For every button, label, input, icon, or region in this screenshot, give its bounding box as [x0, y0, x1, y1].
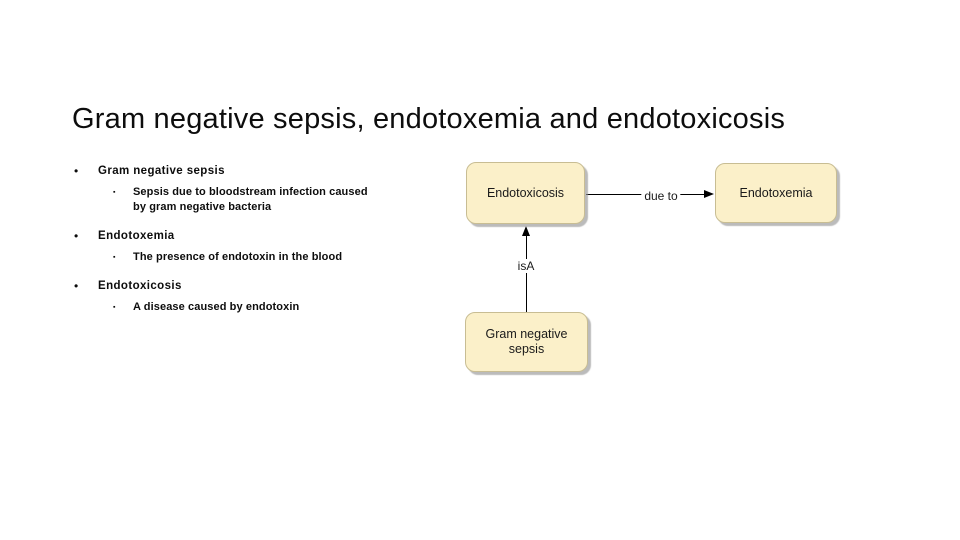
node-label: Gram negative sepsis — [485, 327, 568, 356]
node-gram-negative-sepsis: Gram negative sepsis — [465, 312, 588, 372]
node-endotoxicosis: Endotoxicosis — [466, 162, 585, 224]
bullet-label: Endotoxicosis — [98, 280, 182, 292]
bullet-item: • Gram negative sepsis — [72, 163, 402, 179]
node-endotoxemia: Endotoxemia — [715, 163, 837, 223]
bullet-dot-icon: • — [74, 164, 79, 178]
arrowhead-right-icon — [704, 190, 714, 198]
bullet-list: • Gram negative sepsis ▪ Sepsis due to b… — [72, 163, 402, 328]
edge-isa-label: isA — [514, 259, 538, 273]
bullet-label: Gram negative sepsis — [98, 165, 225, 177]
bullet-item: • Endotoxemia — [72, 228, 402, 244]
bullet-group: • Endotoxemia ▪ The presence of endotoxi… — [72, 228, 402, 265]
bullet-label: Endotoxemia — [98, 230, 175, 242]
sub-bullet-text: The presence of endotoxin in the blood — [133, 251, 343, 263]
sub-bullet-text: Sepsis due to bloodstream infection caus… — [133, 186, 368, 213]
bullet-group: • Gram negative sepsis ▪ Sepsis due to b… — [72, 163, 402, 215]
bullet-group: • Endotoxicosis ▪ A disease caused by en… — [72, 278, 402, 315]
sub-bullet-square-icon: ▪ — [113, 254, 116, 261]
bullet-dot-icon: • — [74, 229, 79, 243]
edge-isa-line — [526, 234, 527, 312]
sub-bullet-item: ▪ The presence of endotoxin in the blood — [111, 250, 402, 265]
page-title: Gram negative sepsis, endotoxemia and en… — [72, 103, 786, 135]
arrowhead-up-icon — [522, 226, 530, 236]
node-label: Endotoxemia — [739, 185, 813, 200]
sub-bullet-item: ▪ Sepsis due to bloodstream infection ca… — [111, 185, 402, 215]
bullet-item: • Endotoxicosis — [72, 278, 402, 294]
sub-bullet-text: A disease caused by endotoxin — [133, 301, 300, 313]
edge-due-to-label: due to — [641, 189, 681, 203]
sub-bullet-item: ▪ A disease caused by endotoxin — [111, 300, 402, 315]
sub-bullet-square-icon: ▪ — [113, 189, 116, 196]
sub-bullet-square-icon: ▪ — [113, 304, 116, 311]
node-label: Endotoxicosis — [486, 185, 565, 200]
bullet-dot-icon: • — [74, 279, 79, 293]
